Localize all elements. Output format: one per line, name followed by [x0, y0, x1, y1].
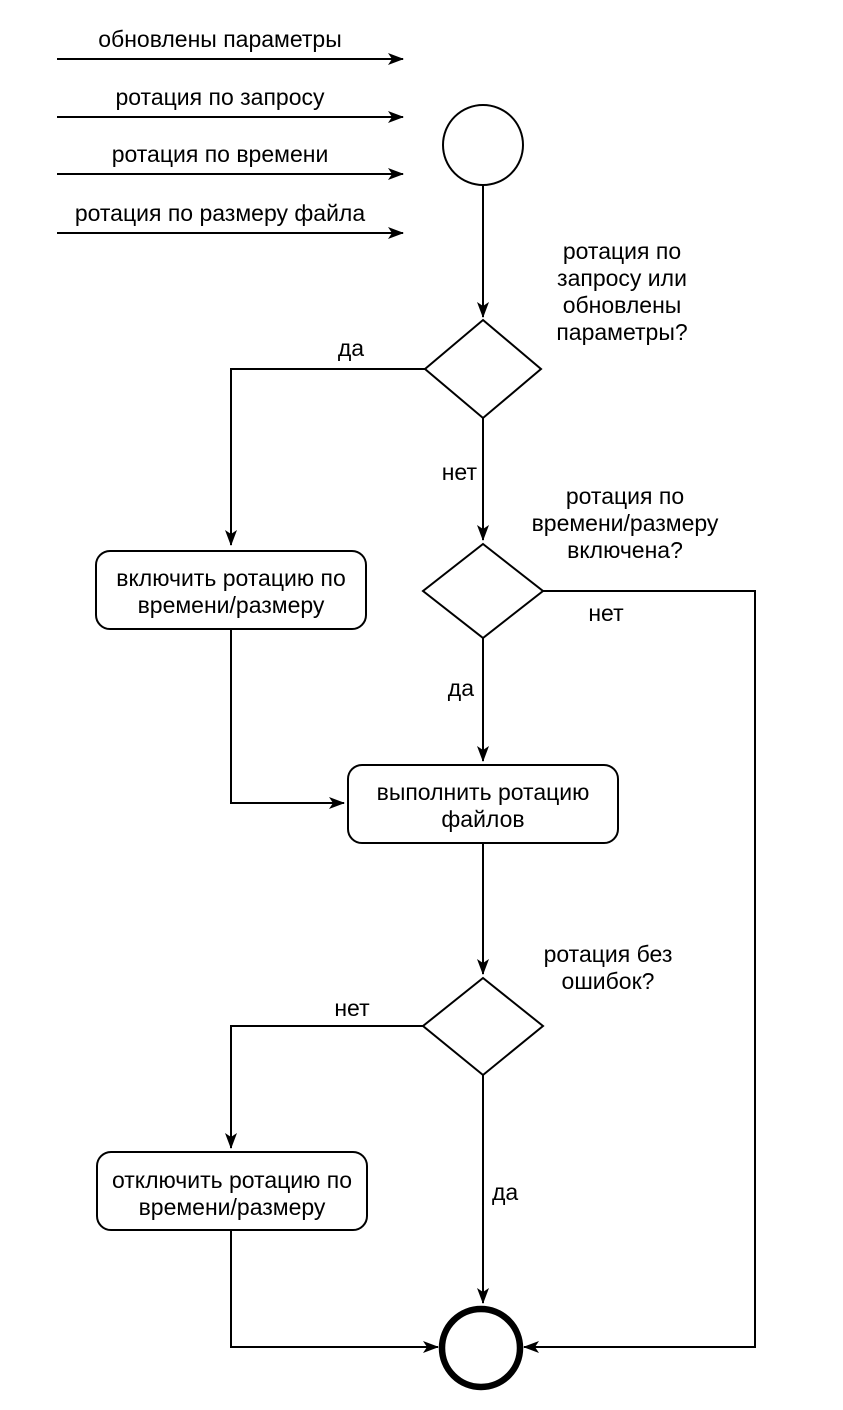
- edge-decision3-no-to-process3: [225, 1025, 423, 1149]
- decision3-diamond: [421, 976, 545, 1077]
- process1-line: включить ротацию по: [116, 565, 346, 591]
- decision2-diamond: [421, 542, 545, 640]
- decision1-question-line: обновлены: [563, 292, 682, 318]
- edge-process1-to-process2: [230, 629, 345, 809]
- edge-label-decision3-yes: да: [492, 1179, 518, 1205]
- input-label-rotate-on-time: ротация по времени: [112, 141, 329, 167]
- input-label-rotate-on-request: ротация по запросу: [115, 84, 325, 110]
- process3-text: отключить ротацию по времени/размеру: [112, 1167, 352, 1220]
- input-label-rotate-on-filesize: ротация по размеру файла: [75, 200, 366, 226]
- decision3-question-line: ошибок?: [562, 968, 655, 994]
- decision2-question: ротация по времени/размеру включена?: [532, 483, 719, 563]
- end-node: [438, 1305, 524, 1391]
- decision1-question-line: ротация по: [563, 238, 681, 264]
- process2-line: файлов: [441, 806, 524, 832]
- decision3-question: ротация без ошибок?: [544, 941, 673, 994]
- process3-line: времени/размеру: [139, 1194, 326, 1220]
- start-node: [442, 104, 524, 186]
- decision1-question-line: запросу или: [557, 265, 687, 291]
- decision2-question-line: включена?: [567, 537, 683, 563]
- decision2-question-line: ротация по: [566, 483, 684, 509]
- process3-line: отключить ротацию по: [112, 1167, 352, 1193]
- edge-process3-to-end: [230, 1230, 439, 1353]
- process1-line: времени/размеру: [138, 592, 325, 618]
- edge-label-decision3-no: нет: [334, 995, 370, 1021]
- decision2-question-line: времени/размеру: [532, 510, 719, 536]
- decision1-diamond: [423, 318, 543, 420]
- decision1-question-line: параметры?: [556, 319, 687, 345]
- input-label-params-updated: обновлены параметры: [98, 26, 342, 52]
- edge-label-decision2-no: нет: [588, 600, 624, 626]
- edge-label-decision1-yes: да: [338, 335, 364, 361]
- process2-line: выполнить ротацию: [377, 779, 590, 805]
- decision3-question-line: ротация без: [544, 941, 673, 967]
- edge-label-decision1-no: нет: [442, 459, 478, 485]
- decision1-question: ротация по запросу или обновлены парамет…: [556, 238, 687, 345]
- process2-text: выполнить ротацию файлов: [377, 779, 590, 832]
- process1-text: включить ротацию по времени/размеру: [116, 565, 346, 618]
- edge-decision2-no-to-end: [523, 590, 756, 1353]
- edge-decision1-yes-to-process1: [225, 368, 425, 546]
- edge-label-decision2-yes: да: [448, 675, 474, 701]
